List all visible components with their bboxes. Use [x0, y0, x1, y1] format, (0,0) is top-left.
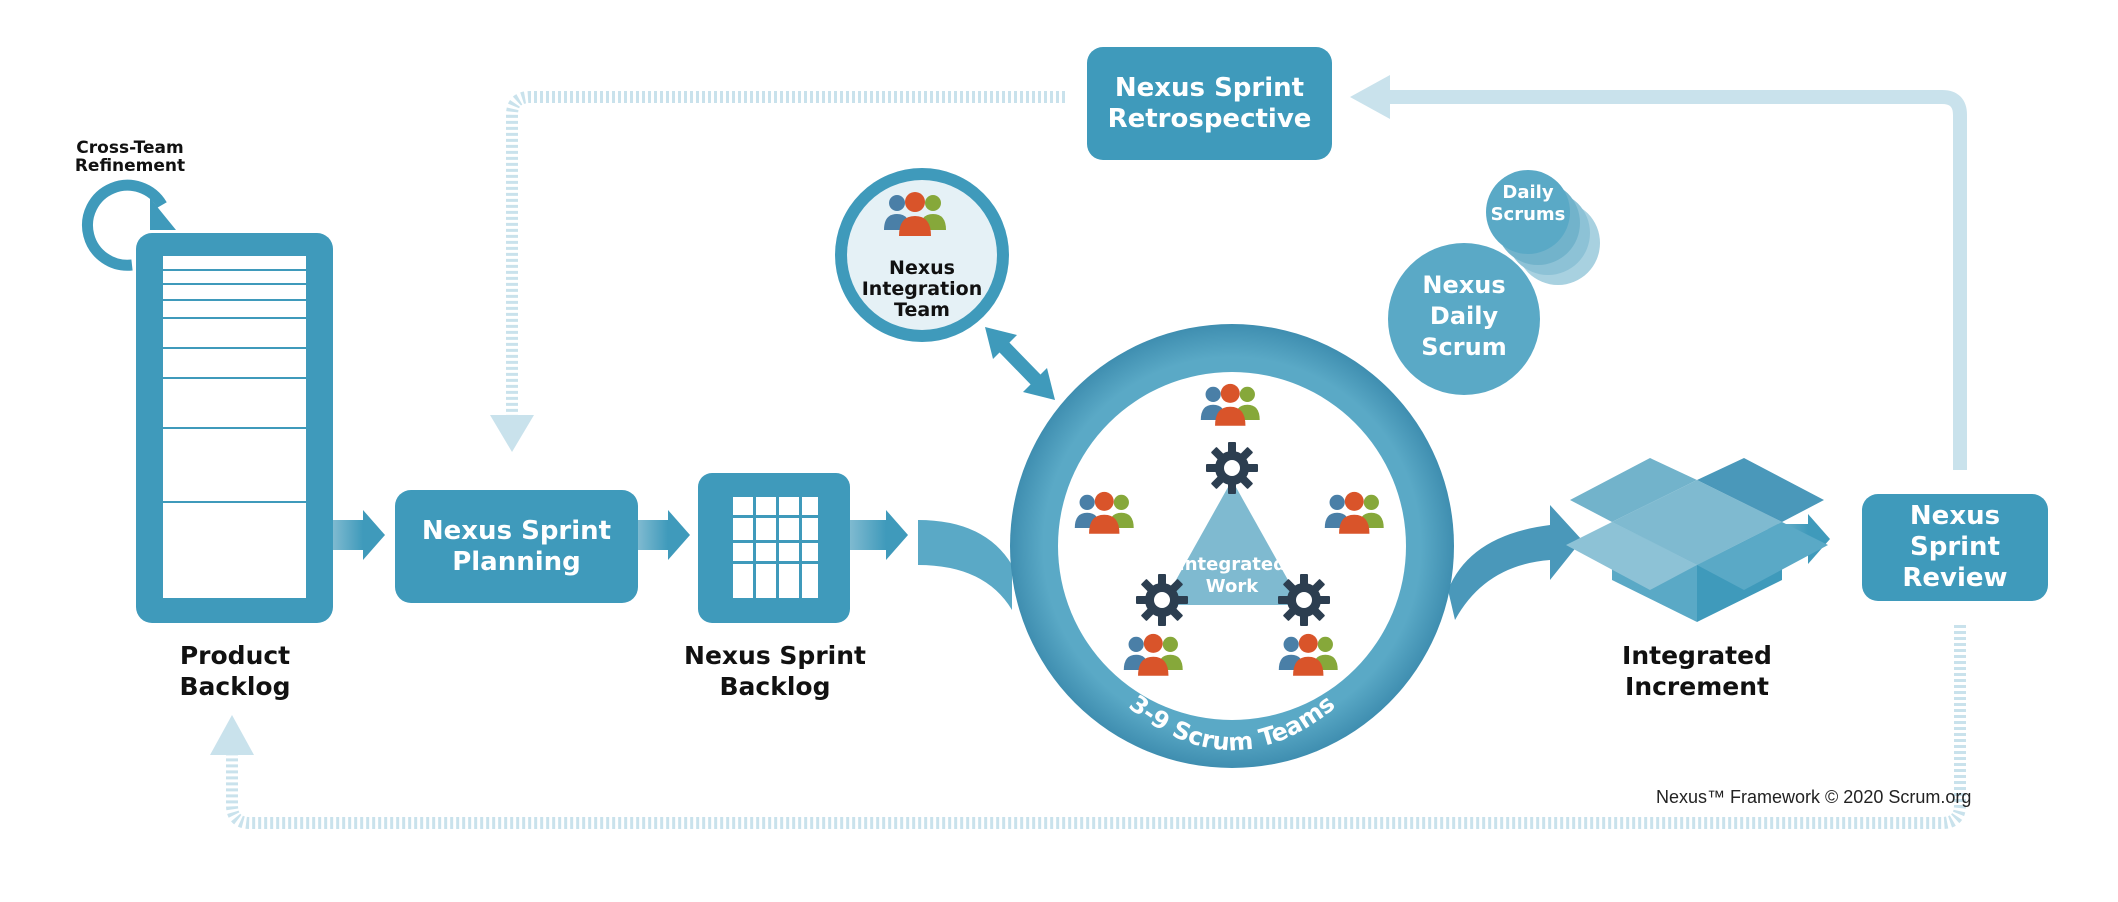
sprint-planning-box: Nexus Sprint Planning — [395, 490, 638, 603]
integrated-work-triangle — [1162, 480, 1302, 605]
nexus-daily-scrum-label: Nexus Daily Scrum — [1421, 271, 1507, 361]
sprint-retrospective-box: Nexus Sprint Retrospective — [1087, 47, 1332, 160]
sprint-retrospective-label: Nexus Sprint Retrospective — [1107, 72, 1312, 134]
nexus-daily-scrum-circle — [1388, 243, 1540, 395]
retro-to-planning-loop — [506, 91, 1065, 415]
integrated-increment-box-icon — [1566, 458, 1828, 622]
refinement-cycle-icon — [82, 179, 167, 271]
backlog-arrowhead — [210, 715, 254, 755]
sprint-planning-label: Nexus Sprint Planning — [421, 515, 612, 577]
retro-arrowhead — [1350, 75, 1390, 119]
scrum-team-people-icon — [1071, 490, 1138, 543]
planning-arrowhead — [490, 415, 534, 452]
daily-scrums-label: Daily Scrums — [1490, 182, 1566, 225]
gear-icon — [1204, 440, 1260, 501]
integrated-increment-label: Integrated Increment — [1622, 641, 1772, 701]
integration-exchange-arrow — [985, 327, 1055, 400]
integrated-work-label: Integrated Work — [1178, 554, 1286, 597]
planning-to-sprint-backlog-arrow — [638, 510, 690, 560]
product-backlog-label: Product Backlog — [179, 641, 291, 701]
cross-team-refinement-label: Cross-Team Refinement — [74, 138, 186, 176]
sprint-review-box: Nexus Sprint Review — [1862, 494, 2048, 601]
sprint-backlog-to-teams-arrow — [850, 510, 908, 560]
scrum-team-people-icon — [1120, 632, 1187, 685]
gear-icon — [1276, 572, 1332, 633]
sprint-review-label: Nexus Sprint Review — [1902, 501, 2008, 593]
sprint-backlog-label: Nexus Sprint Backlog — [684, 641, 866, 701]
sprint-flow-in-arrow — [918, 520, 1012, 610]
gear-icon — [1134, 572, 1190, 633]
review-to-retro-line — [1390, 90, 1967, 470]
daily-scrums-stack — [1486, 170, 1600, 285]
sprint-flow-out-arrow — [1448, 505, 1582, 620]
integration-team-people-icon — [880, 190, 950, 245]
scrum-team-people-icon — [1321, 490, 1388, 543]
integration-team-label: Nexus Integration Team — [861, 257, 983, 321]
review-to-backlog-loop — [226, 625, 1966, 829]
backlog-to-planning-arrow — [333, 510, 385, 560]
scrum-team-people-icon — [1197, 382, 1264, 435]
copyright-notice: Nexus™ Framework © 2020 Scrum.org — [1656, 787, 1972, 807]
scrum-team-people-icon — [1275, 632, 1342, 685]
refinement-cycle-arrowhead — [150, 198, 176, 230]
